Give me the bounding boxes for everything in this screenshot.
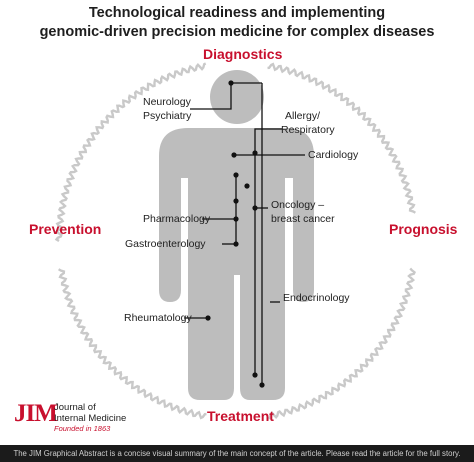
label-cardiology: Cardiology <box>308 149 359 161</box>
dot <box>259 382 265 388</box>
dot <box>205 315 211 321</box>
dot <box>228 80 234 86</box>
dot <box>231 152 237 158</box>
dot <box>233 172 239 178</box>
dot <box>244 183 250 189</box>
stage-prevention: Prevention <box>29 221 102 237</box>
diagram-title-line-2: genomic-driven precision medicine for co… <box>39 24 435 40</box>
label-allergy: Allergy/ <box>285 110 321 122</box>
dot <box>252 372 258 378</box>
label-oncology: Oncology – <box>271 199 325 211</box>
cycle-ring <box>54 62 416 420</box>
dot <box>233 198 239 204</box>
label-pharmacology: Pharmacology <box>143 213 211 225</box>
label-endocrinology: Endocrinology <box>283 292 350 304</box>
logo-founded: Founded in 1863 <box>54 424 111 433</box>
figure-head <box>210 70 264 124</box>
line-neurology <box>190 82 262 110</box>
figure-body <box>159 128 314 400</box>
label-neurology: Neurology <box>143 96 191 108</box>
logo-mark: JIM <box>14 400 58 427</box>
label-psychiatry: Psychiatry <box>143 110 192 122</box>
label-breast-cancer: breast cancer <box>271 213 335 225</box>
footer-note: The JIM Graphical Abstract is a concise … <box>0 445 474 462</box>
stage-prognosis: Prognosis <box>389 221 458 237</box>
logo-line-2: Internal Medicine <box>54 413 127 424</box>
stage-treatment: Treatment <box>207 408 274 424</box>
label-respiratory: Respiratory <box>281 124 335 136</box>
logo-journal-name: Journal of Internal Medicine <box>54 402 126 424</box>
connector-dots <box>205 80 265 388</box>
diagram-title-line-1: Technological readiness and implementing <box>88 5 386 21</box>
dot <box>233 241 239 247</box>
dot <box>233 216 239 222</box>
label-gastroenterology: Gastroenterology <box>125 238 206 250</box>
label-rheumatology: Rheumatology <box>124 312 192 324</box>
logo-line-1: Journal of <box>54 402 96 413</box>
line-allergy <box>254 128 282 153</box>
dot <box>252 205 258 211</box>
stage-diagnostics: Diagnostics <box>203 46 283 62</box>
connector-lines <box>184 82 305 385</box>
dot <box>252 150 258 156</box>
